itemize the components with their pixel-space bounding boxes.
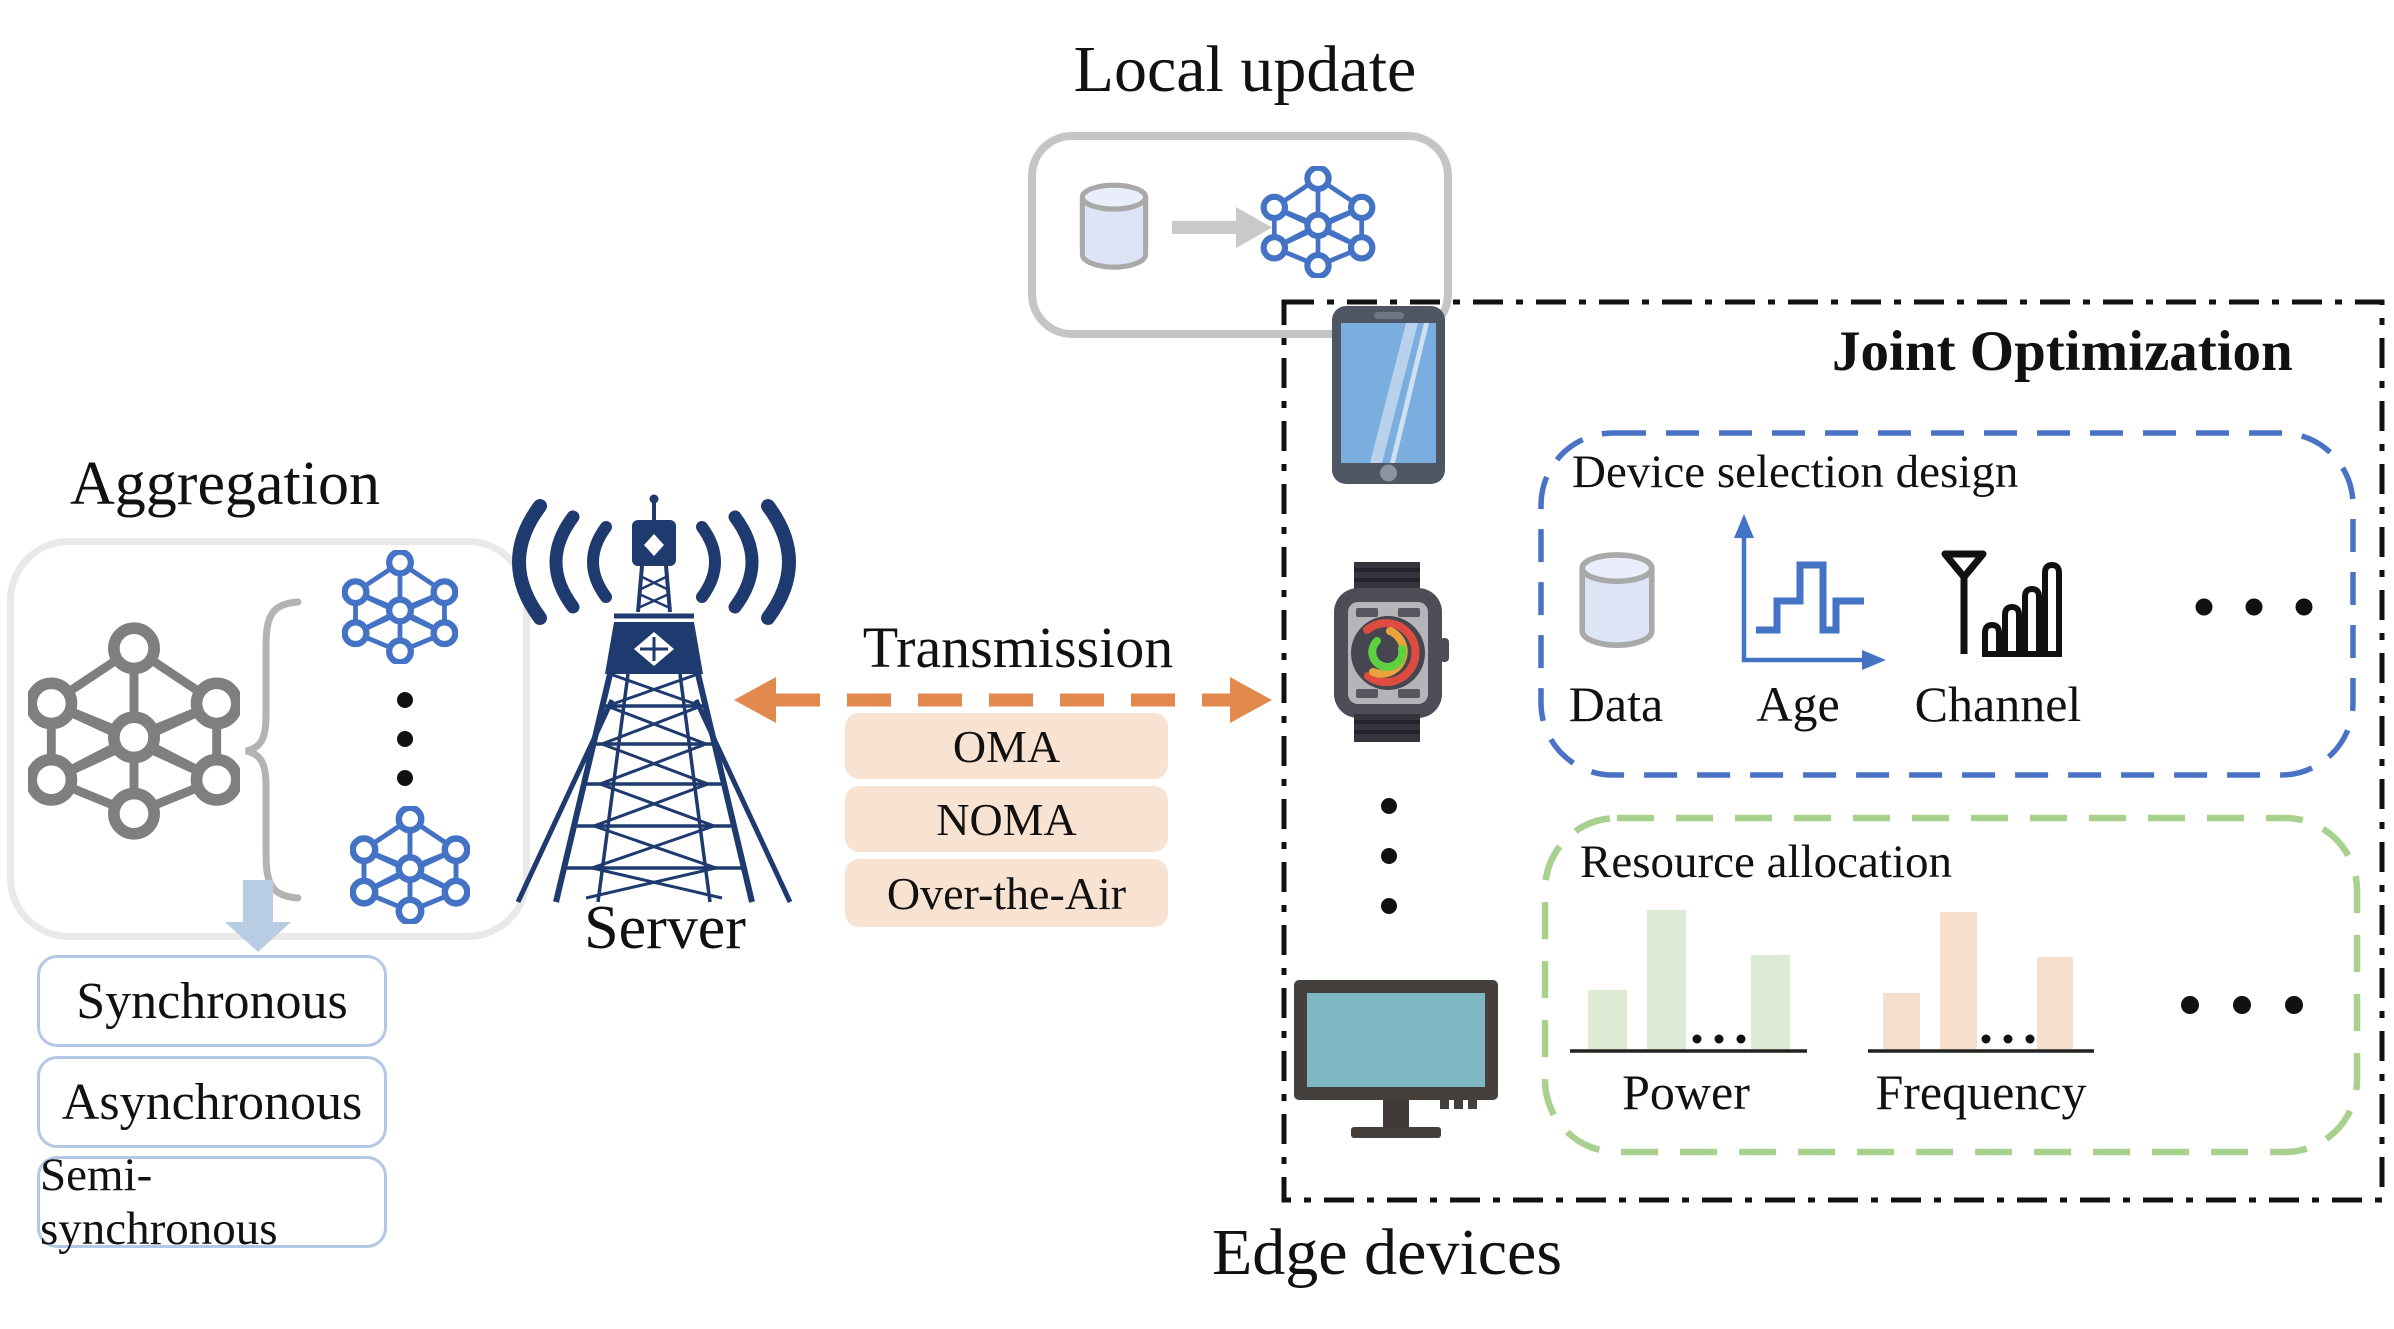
local-update-title: Local update	[1073, 33, 1417, 106]
data-cylinder-icon	[1582, 555, 1652, 645]
local-update-box	[1028, 132, 1452, 338]
scheme-label: Over-the-Air	[886, 867, 1127, 919]
transmission-title: Transmission	[862, 615, 1174, 680]
transmission-scheme-over-the-air: Over-the-Air	[845, 859, 1168, 927]
aggregation-mode-semi-synchronous: Semi-synchronous	[37, 1149, 387, 1255]
mode-label: Semi-synchronous	[40, 1149, 278, 1255]
joint-optimization-frame	[1281, 299, 2385, 1203]
server-label: Server	[584, 894, 746, 962]
power-chart-label: Power	[1622, 1064, 1750, 1120]
server-tower-icon	[512, 494, 796, 904]
scheme-label: OMA	[952, 720, 1061, 772]
aggregation-box	[7, 538, 530, 940]
frequency-chart-label: Frequency	[1875, 1064, 2087, 1120]
aggregation-mode-asynchronous: Asynchronous	[37, 1056, 387, 1148]
horizontal-ellipsis-dots	[2195, 598, 2313, 616]
smartwatch-icon	[1334, 562, 1449, 742]
aggregation-mode-synchronous: Synchronous	[37, 955, 387, 1047]
signal-waves-icon	[512, 499, 796, 625]
vertical-ellipsis-dots	[1381, 798, 1397, 914]
channel-signal-icon	[1941, 550, 2062, 657]
device-selection-title: Device selection design	[1572, 446, 2019, 498]
criterion-label-data: Data	[1568, 676, 1664, 732]
transmission-scheme-noma: NOMA	[845, 786, 1168, 852]
criterion-label-age: Age	[1756, 676, 1840, 732]
resource-allocation-title: Resource allocation	[1580, 836, 1952, 888]
joint-optimization-title: Joint Optimization	[1832, 320, 2293, 383]
mode-label: Asynchronous	[61, 1073, 363, 1131]
aggregation-title: Aggregation	[70, 450, 380, 518]
horizontal-ellipsis-dots	[2181, 996, 2303, 1014]
scheme-label: NOMA	[936, 793, 1077, 845]
transmission-scheme-oma: OMA	[845, 713, 1168, 779]
power-bar-chart	[1570, 910, 1807, 1053]
criterion-label-channel: Channel	[1914, 676, 2082, 732]
desktop-monitor-icon	[1294, 980, 1498, 1138]
age-step-chart-icon	[1734, 514, 1886, 670]
edge-devices-label: Edge devices	[1211, 1216, 1562, 1289]
frequency-bar-chart	[1868, 912, 2094, 1053]
mode-label: Synchronous	[76, 972, 348, 1030]
